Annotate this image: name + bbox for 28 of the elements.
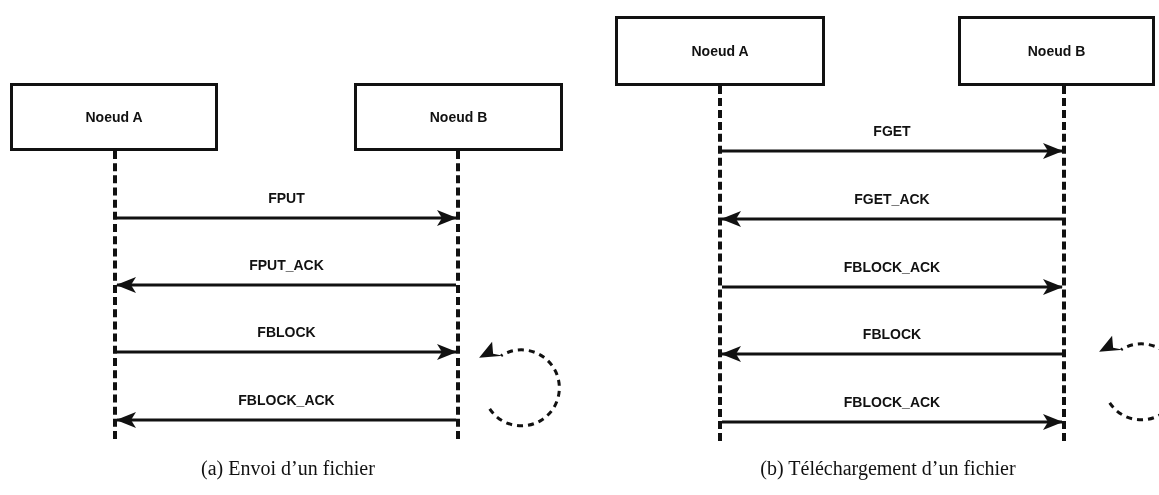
actor-box: Noeud B: [354, 83, 563, 151]
figure-caption: (b) Téléchargement d’un fichier: [760, 457, 1016, 480]
message-label: FGET: [873, 123, 911, 139]
message-label: FPUT: [268, 190, 305, 206]
message-label: FBLOCK: [257, 324, 316, 340]
actor-box: Noeud A: [10, 83, 218, 151]
figure-caption: (a) Envoi d’un fichier: [201, 457, 375, 480]
actor-box: Noeud A: [615, 16, 825, 86]
lifeline: [113, 151, 117, 439]
message-label: FBLOCK: [862, 326, 922, 342]
message-arrow: [117, 210, 457, 226]
message-arrow: [116, 412, 456, 428]
message-arrow: [117, 344, 457, 360]
actor-box: Noeud B: [958, 16, 1155, 86]
message-arrow: [722, 143, 1063, 159]
message-arrow: [722, 279, 1063, 295]
message-label: FBLOCK_ACK: [238, 392, 335, 408]
lifeline: [456, 151, 460, 439]
message-arrow: [721, 346, 1062, 362]
message-label: FPUT_ACK: [249, 257, 324, 273]
message-label: FGET_ACK: [854, 191, 930, 207]
message-arrow: [722, 414, 1063, 430]
lifeline: [718, 86, 722, 441]
message-arrow: [721, 211, 1062, 227]
message-arrow: [116, 277, 456, 293]
message-label: FBLOCK_ACK: [843, 394, 941, 410]
message-label: FBLOCK_ACK: [843, 259, 941, 275]
lifeline: [1062, 86, 1066, 441]
